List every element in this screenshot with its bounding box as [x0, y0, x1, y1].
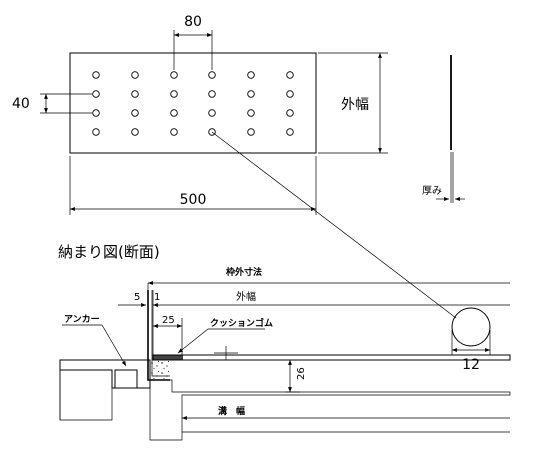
- thickness-label: 厚み: [422, 185, 442, 197]
- detail-leader-line: [211, 131, 457, 319]
- plate-top-view: [69, 52, 317, 154]
- cover-plate: [152, 354, 511, 361]
- dim-row-pitch: 40: [12, 93, 92, 114]
- concrete-top: [150, 360, 170, 380]
- row-pitch-label: 40: [12, 96, 30, 112]
- plate-outline: [69, 52, 317, 154]
- cushion-rubber-strip: [153, 355, 183, 360]
- plate-hole: [131, 128, 139, 136]
- section-outer-width-label: 外幅: [236, 290, 256, 303]
- plate-hole: [170, 128, 178, 136]
- plate-hole: [170, 109, 178, 117]
- cushion-rubber-label: クッションゴム: [210, 317, 273, 329]
- anchor-callout: アンカー: [62, 314, 127, 367]
- depth-26-label: 26: [296, 367, 307, 380]
- dim-frame-outer: 枠外寸法: [148, 266, 510, 285]
- plate-hole: [208, 109, 216, 117]
- dim-overall-length: 500: [69, 156, 317, 215]
- plate-hole: [131, 109, 139, 117]
- plate-hole: [286, 71, 294, 79]
- plate-hole: [286, 109, 294, 117]
- plate-hole: [247, 90, 255, 98]
- plate-hole: [170, 90, 178, 98]
- dim-trench-width: 溝 幅: [182, 405, 510, 420]
- plate-hole: [247, 128, 255, 136]
- plate-holes: [92, 71, 294, 136]
- frame-outer-label: 枠外寸法: [225, 266, 262, 278]
- plate-hole: [286, 128, 294, 136]
- plate-hole: [208, 71, 216, 79]
- dim-hole-pitch: 80: [173, 14, 213, 70]
- offset-25-label: 25: [162, 315, 175, 326]
- plate-hole: [286, 90, 294, 98]
- section-title: 納まり図(断面): [58, 243, 160, 261]
- hole-pitch-label: 80: [184, 14, 202, 30]
- anchor-block: [114, 369, 138, 389]
- concrete-wall: [149, 379, 511, 441]
- trench-width-label: 溝 幅: [218, 405, 245, 417]
- plate-hole: [92, 128, 100, 136]
- left-ground: [59, 369, 113, 421]
- plate-thickness-mark: [214, 346, 238, 360]
- plate-hole: [208, 90, 216, 98]
- gap-5-label: 5: [134, 292, 140, 303]
- plate-hole: [131, 71, 139, 79]
- dim-offset-25: 25: [153, 315, 183, 358]
- plate-hole: [92, 71, 100, 79]
- outer-width-label: 外幅: [341, 97, 369, 113]
- hole-detail: 12: [451, 307, 491, 373]
- plate-side-view: 厚み: [422, 55, 465, 203]
- hole-diameter-label: 12: [462, 357, 480, 373]
- hole-detail-circle: [451, 307, 491, 347]
- section-geometry: [59, 290, 511, 441]
- plate-hole: [170, 71, 178, 79]
- gap-1-label: 1: [154, 292, 160, 303]
- anchor-label: アンカー: [64, 314, 100, 325]
- plate-hole: [247, 109, 255, 117]
- plate-hole: [92, 90, 100, 98]
- plate-hole: [131, 90, 139, 98]
- plate-hole: [92, 109, 100, 117]
- plate-hole: [247, 71, 255, 79]
- overall-length-label: 500: [180, 192, 207, 208]
- cushion-rubber-callout: クッションゴム: [177, 317, 273, 354]
- dim-outer-width: 外幅: [318, 52, 388, 154]
- dim-gap-row: 5 1 外幅: [118, 283, 510, 360]
